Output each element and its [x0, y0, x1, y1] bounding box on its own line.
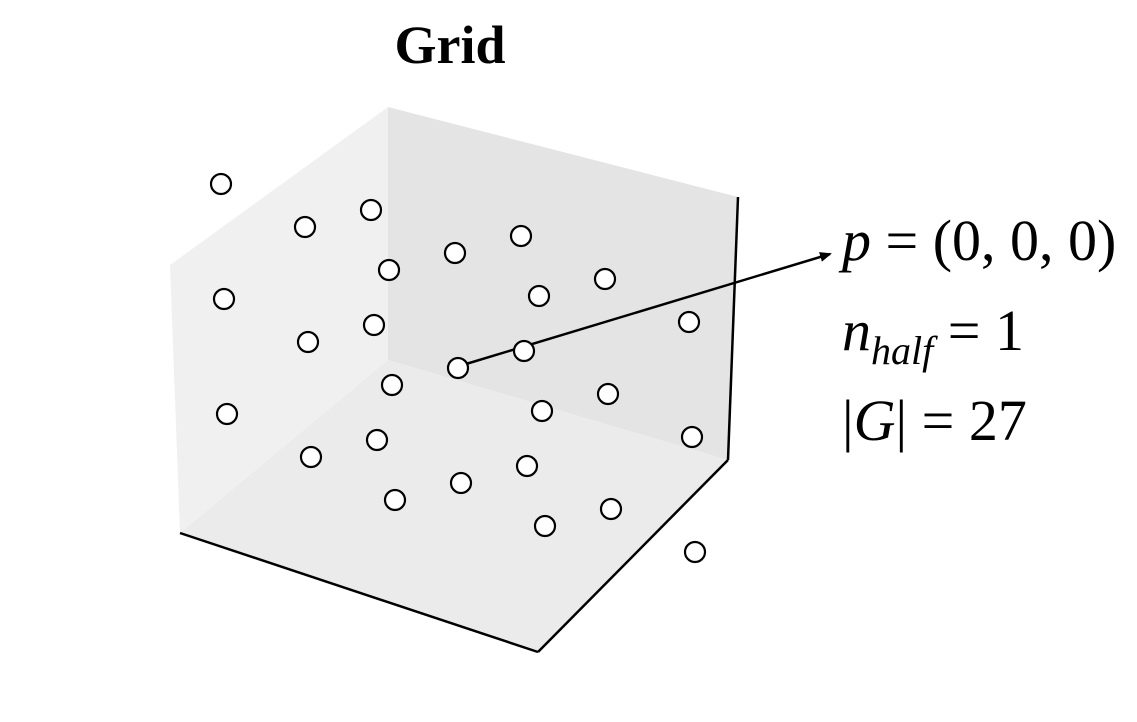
grid-point — [380, 373, 404, 397]
point-value: = (0, 0, 0) — [885, 208, 1117, 273]
n-half-equation: nhalf = 1 — [842, 302, 1024, 371]
grid-point — [512, 339, 536, 363]
grid-point — [443, 241, 467, 265]
left-pane — [170, 107, 388, 533]
grid-point — [377, 258, 401, 282]
grid-symbol: G — [853, 388, 896, 453]
grid-point — [530, 399, 554, 423]
grid-point — [383, 488, 407, 512]
back-pane — [388, 107, 738, 460]
grid-point — [596, 382, 620, 406]
point-symbol: p — [842, 208, 871, 273]
grid-point — [509, 224, 533, 248]
grid-points — [209, 172, 707, 564]
n-half-value: = 1 — [947, 298, 1024, 363]
grid-point — [515, 454, 539, 478]
grid-point — [449, 471, 473, 495]
grid-size-value: = 27 — [921, 388, 1027, 453]
grid-point — [599, 497, 623, 521]
grid-point — [365, 428, 389, 452]
grid-point — [299, 445, 323, 469]
floor-pane — [180, 360, 728, 652]
grid-point — [362, 313, 386, 337]
grid-point — [680, 425, 704, 449]
grid-point — [296, 330, 320, 354]
grid-point — [683, 540, 707, 564]
plot-title: Grid — [394, 15, 506, 75]
grid-point — [533, 514, 557, 538]
grid-point — [215, 402, 239, 426]
grid-size-equation: |G| = 27 — [842, 388, 1027, 453]
grid-point — [593, 267, 617, 291]
z-axis-edge — [726, 196, 740, 461]
grid-point — [209, 172, 233, 196]
grid-point — [359, 198, 383, 222]
grid-point — [212, 287, 236, 311]
grid-point — [293, 215, 317, 239]
n-subscript: half — [871, 328, 934, 373]
y-axis-edge — [537, 459, 729, 653]
grid-point — [527, 284, 551, 308]
n-symbol: n — [842, 298, 871, 363]
point-equation: p = (0, 0, 0) — [842, 212, 1116, 270]
grid-point — [677, 310, 701, 334]
x-axis-edge — [179, 531, 539, 654]
grid-point-origin — [446, 356, 470, 380]
